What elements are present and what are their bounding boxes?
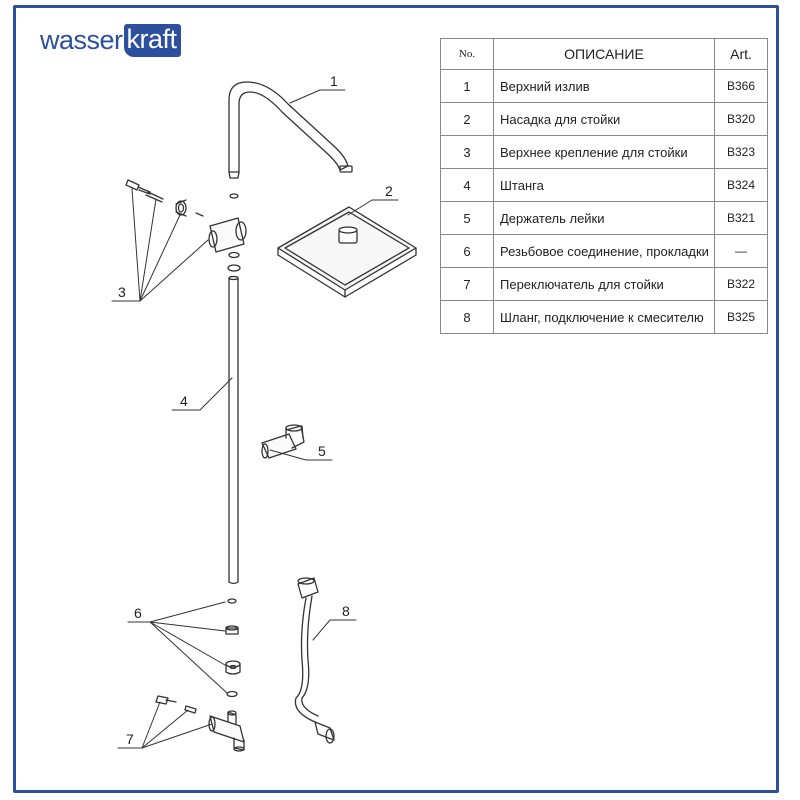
brand-logo-part2: kraft — [123, 23, 181, 57]
part-handshower-holder — [261, 424, 305, 459]
row-art: B320 — [714, 102, 768, 136]
row-description: Верхний излив — [493, 69, 715, 103]
brand-logo-part1: wasser — [40, 24, 123, 55]
page-frame — [13, 5, 779, 793]
callout-2: 2 — [385, 183, 393, 199]
row-art: B322 — [714, 267, 768, 301]
row-description: Верхнее крепление для стойки — [493, 135, 715, 169]
part-vertical-bar — [228, 275, 239, 585]
callout-6: 6 — [134, 605, 142, 621]
part-top-spout — [228, 81, 353, 199]
part-shower-head — [277, 206, 417, 298]
callout-8: 8 — [342, 603, 350, 619]
header-description: ОПИСАНИЕ — [493, 38, 715, 70]
callout-7: 7 — [126, 731, 134, 747]
part-upper-mount — [125, 179, 247, 272]
row-art: B325 — [714, 300, 768, 334]
leader-lines — [111, 89, 399, 749]
row-art: B323 — [714, 135, 768, 169]
callout-labels: 1 2 3 4 5 6 7 8 — [118, 73, 393, 747]
row-no: 3 — [440, 135, 494, 169]
part-diverter — [155, 695, 245, 752]
row-art: B324 — [714, 168, 768, 202]
row-no: 8 — [440, 300, 494, 334]
part-hose — [294, 577, 335, 744]
row-art: B366 — [714, 69, 768, 103]
callout-1: 1 — [330, 73, 338, 89]
callout-4: 4 — [180, 393, 188, 409]
callout-3: 3 — [118, 284, 126, 300]
callout-5: 5 — [318, 443, 326, 459]
part-threaded-fittings — [225, 598, 241, 698]
row-description: Шланг, подключение к смесителю — [493, 300, 715, 334]
row-description: Резьбовое соединение, прокладки — [493, 234, 715, 268]
